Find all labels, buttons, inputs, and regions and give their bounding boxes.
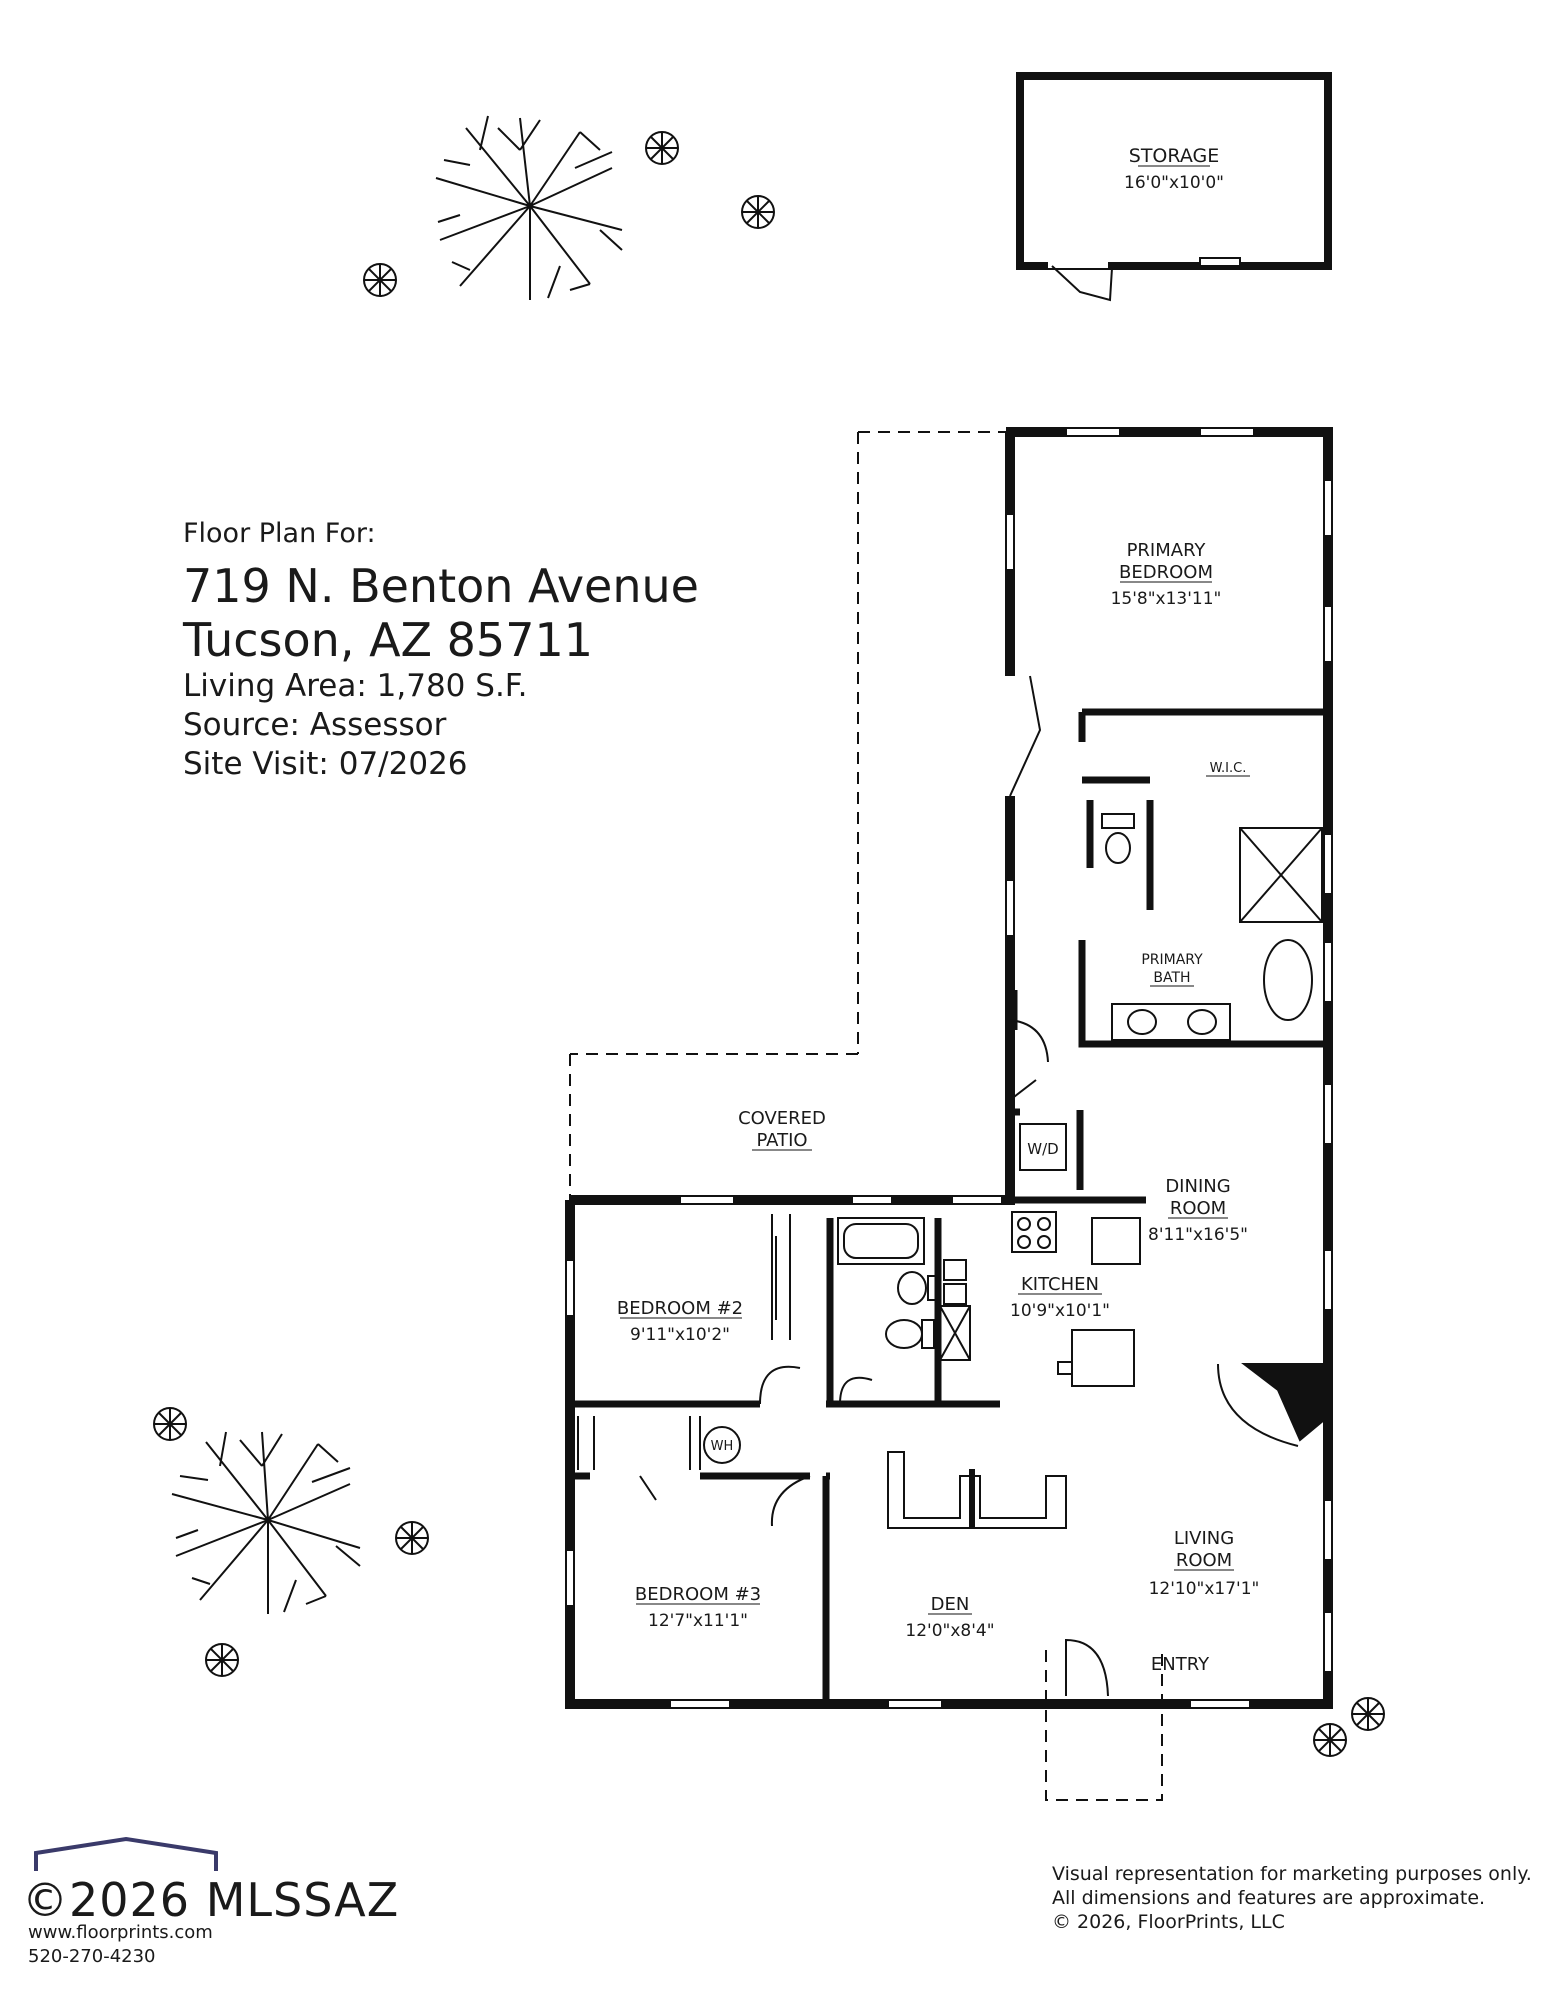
property-info: Floor Plan For: 719 N. Benton Avenue Tuc… xyxy=(183,518,699,784)
disclaimer: Visual representation for marketing purp… xyxy=(1052,1862,1532,1934)
room-storage: STORAGE 16'0"x10'0" xyxy=(1124,145,1224,193)
brand-contact: www.floorprints.com 520-270-4230 xyxy=(28,1921,213,1969)
primary-bedroom-name2: BEDROOM xyxy=(1119,562,1213,583)
washer-dryer-icon xyxy=(1019,1123,1067,1171)
living-name1: LIVING xyxy=(1174,1528,1234,1549)
entry-name: ENTRY xyxy=(1151,1654,1210,1675)
living-dims: 12'10"x17'1" xyxy=(1149,1579,1260,1599)
primary-bedroom-dims: 15'8"x13'11" xyxy=(1111,589,1222,609)
doors xyxy=(639,675,1109,1697)
bedroom3-dims: 12'7"x11'1" xyxy=(648,1611,748,1631)
site-visit: Site Visit: 07/2026 xyxy=(183,746,468,782)
covered-patio-name1: COVERED xyxy=(738,1108,826,1129)
interior-walls xyxy=(570,708,1328,1700)
shrub-icon xyxy=(153,1407,187,1441)
bedroom2-dims: 9'11"x10'2" xyxy=(630,1325,730,1345)
den-dims: 12'0"x8'4" xyxy=(905,1621,994,1641)
room-den: DEN 12'0"x8'4" xyxy=(905,1594,994,1641)
shower-icon xyxy=(1239,827,1323,923)
shrub-icon xyxy=(395,1521,429,1555)
den-cabinet-icon xyxy=(887,1451,1067,1529)
shrub-icon xyxy=(1351,1697,1385,1731)
phone-number: 520-270-4230 xyxy=(28,1946,156,1967)
source: Source: Assessor xyxy=(183,707,447,743)
shrub-icon xyxy=(1313,1723,1347,1757)
kitchen-sink-icon xyxy=(939,1259,971,1361)
dining-dims: 8'11"x16'5" xyxy=(1148,1225,1248,1245)
primary-bedroom-name1: PRIMARY xyxy=(1127,540,1207,561)
toilet-icon xyxy=(885,813,1135,1349)
wh-name: WH xyxy=(711,1439,734,1454)
dining-name1: DINING xyxy=(1165,1176,1230,1197)
living-name2: ROOM xyxy=(1176,1550,1232,1571)
address-line1: 719 N. Benton Avenue xyxy=(183,559,699,613)
room-entry: ENTRY xyxy=(1151,1654,1210,1675)
bathtub-icon xyxy=(837,1217,925,1265)
living-area: Living Area: 1,780 S.F. xyxy=(183,668,528,704)
room-covered-patio: COVERED PATIO xyxy=(738,1108,826,1151)
disclaimer-line1: Visual representation for marketing purp… xyxy=(1052,1863,1532,1885)
room-bedroom2: BEDROOM #2 9'11"x10'2" xyxy=(617,1298,743,1345)
room-kitchen: KITCHEN 10'9"x10'1" xyxy=(1010,1274,1110,1321)
storage-name: STORAGE xyxy=(1129,145,1219,167)
storage-dims: 16'0"x10'0" xyxy=(1124,173,1224,193)
tree-icon xyxy=(171,1431,361,1614)
vanity-sinks-icon xyxy=(1111,1003,1231,1041)
den-name: DEN xyxy=(931,1594,970,1615)
shrub-icon xyxy=(741,195,775,229)
disclaimer-line3: © 2026, FloorPrints, LLC xyxy=(1052,1911,1285,1933)
dining-name2: ROOM xyxy=(1170,1198,1226,1219)
house-logo-icon xyxy=(34,1836,218,1871)
closet-bedroom2 xyxy=(577,1214,791,1470)
room-bedroom3: BEDROOM #3 12'7"x11'1" xyxy=(635,1584,761,1631)
room-living: LIVING ROOM 12'10"x17'1" xyxy=(1149,1528,1260,1599)
shrub-icon xyxy=(205,1643,239,1677)
wd-name: W/D xyxy=(1027,1140,1058,1158)
website-link[interactable]: www.floorprints.com xyxy=(28,1922,213,1943)
room-primary-bedroom: PRIMARY BEDROOM 15'8"x13'11" xyxy=(1111,540,1222,609)
room-wd: W/D xyxy=(1027,1140,1058,1158)
fireplace-icon xyxy=(1217,1363,1325,1447)
bedroom3-name: BEDROOM #3 xyxy=(635,1584,761,1605)
wic-name: W.I.C. xyxy=(1210,761,1247,776)
covered-patio-name2: PATIO xyxy=(756,1130,807,1151)
address-line2: Tucson, AZ 85711 xyxy=(183,613,594,667)
primary-bath-name2: BATH xyxy=(1153,970,1190,986)
watermark: ©2026 MLSSAZ xyxy=(22,1873,400,1927)
covered-patio-outline xyxy=(569,431,1163,1801)
room-primary-bath: PRIMARY BATH xyxy=(1141,952,1203,987)
room-wh: WH xyxy=(711,1439,734,1454)
shrub-icon xyxy=(363,263,397,297)
stove-icon xyxy=(1011,1211,1057,1253)
room-dining: DINING ROOM 8'11"x16'5" xyxy=(1148,1176,1248,1245)
kitchen-island-icon xyxy=(1057,1329,1135,1387)
kitchen-name: KITCHEN xyxy=(1021,1274,1099,1295)
disclaimer-line2: All dimensions and features are approxim… xyxy=(1052,1887,1486,1909)
refrigerator-icon xyxy=(1091,1217,1141,1265)
room-wic: W.I.C. xyxy=(1206,761,1250,777)
floor-plan-intro: Floor Plan For: xyxy=(183,518,376,549)
kitchen-dims: 10'9"x10'1" xyxy=(1010,1301,1110,1321)
tree-icon xyxy=(435,115,623,300)
primary-bath-name1: PRIMARY xyxy=(1141,952,1203,968)
windows xyxy=(565,427,1333,1709)
freestanding-tub-icon xyxy=(1263,939,1313,1021)
water-heater-icon xyxy=(703,1426,741,1464)
storage-building xyxy=(1016,72,1332,302)
bedroom2-name: BEDROOM #2 xyxy=(617,1298,743,1319)
brand-block: ©2026 MLSSAZ www.floorprints.com 520-270… xyxy=(22,1835,422,1967)
shrub-icon xyxy=(645,131,679,165)
